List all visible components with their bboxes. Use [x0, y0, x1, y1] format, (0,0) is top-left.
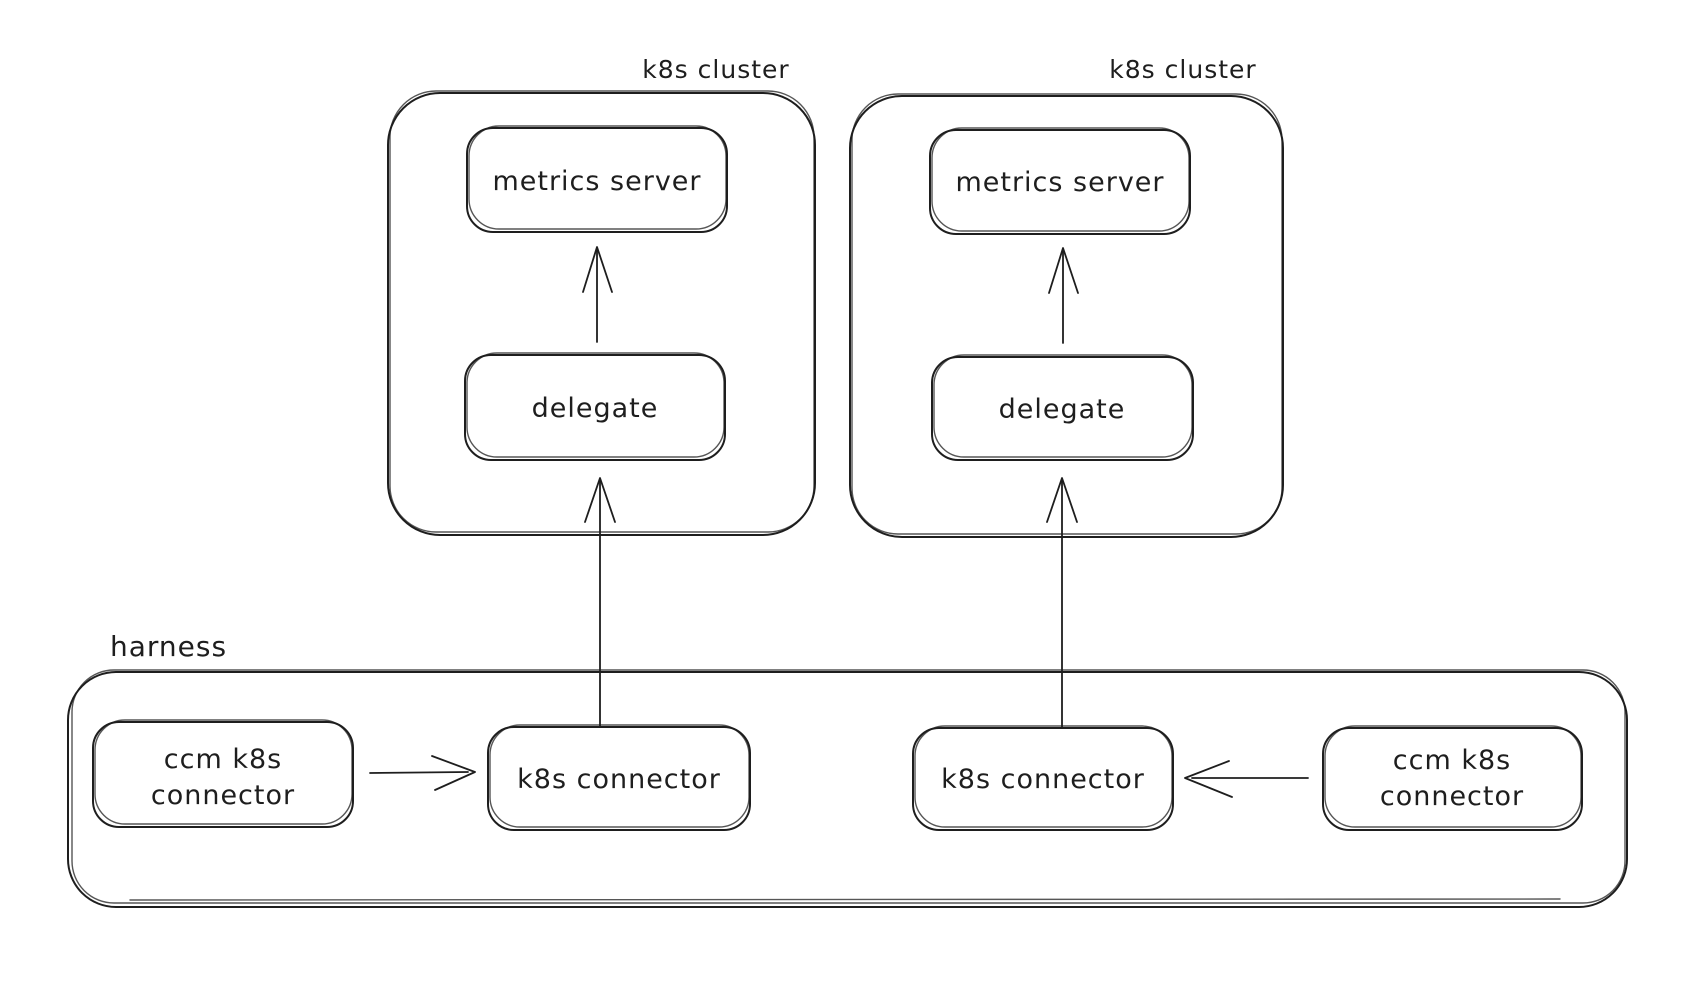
edge-k8s-connector-right-to-delegate-2[interactable] [1046, 477, 1078, 729]
k8s-connector-left-label: k8s connector [517, 764, 721, 795]
node-ccm-k8s-connector-right[interactable]: ccm k8s connector [1322, 725, 1583, 831]
delegate-2-box-sketch [933, 354, 1193, 458]
harness-box[interactable] [67, 671, 1628, 908]
metrics-server-1-label: metrics server [492, 166, 701, 197]
edge-delegate-1-to-metrics-server-1[interactable] [582, 246, 613, 343]
harness-box-bottom-sketch [129, 898, 1561, 901]
delegate-2-box[interactable] [931, 356, 1194, 461]
ccm-k8s-connector-right-label-line2: connector [1380, 781, 1524, 812]
cluster-2-box[interactable] [849, 95, 1284, 538]
cluster-2-box-sketch [851, 93, 1283, 535]
ccm-k8s-connector-right-box-sketch [1324, 725, 1582, 828]
edge-ccm-right-to-k8s-connector-right[interactable] [1184, 760, 1309, 798]
cluster-1-container[interactable] [387, 90, 816, 536]
cluster-2-label: k8s cluster [1109, 55, 1256, 84]
harness-container[interactable] [67, 669, 1628, 908]
ccm-k8s-connector-right-label-line1: ccm k8s [1393, 745, 1511, 776]
edge-ccm-left-to-k8s-connector-left[interactable] [369, 755, 476, 791]
k8s-connector-right-box[interactable] [912, 727, 1174, 831]
ccm-k8s-connector-left-label-line2: connector [151, 780, 295, 811]
ccm-k8s-connector-left-box-sketch [94, 719, 353, 825]
k8s-connector-right-label: k8s connector [941, 764, 1145, 795]
harness-label: harness [110, 630, 227, 663]
cluster-1-box-sketch [389, 90, 815, 533]
node-delegate-1[interactable]: delegate [464, 352, 726, 461]
node-ccm-k8s-connector-left[interactable]: ccm k8s connector [92, 719, 354, 828]
delegate-1-label: delegate [532, 393, 659, 424]
delegate-1-box[interactable] [464, 354, 726, 461]
edge-delegate-2-to-metrics-server-2[interactable] [1048, 247, 1079, 344]
node-delegate-2[interactable]: delegate [931, 354, 1194, 461]
node-k8s-connector-right[interactable]: k8s connector [912, 725, 1174, 831]
metrics-server-2-box[interactable] [929, 129, 1191, 235]
k8s-connector-right-box-sketch [914, 725, 1173, 828]
ccm-k8s-connector-left-label-line1: ccm k8s [164, 744, 282, 775]
metrics-server-1-box[interactable] [466, 127, 728, 233]
cluster-1-box[interactable] [387, 92, 816, 536]
ccm-k8s-connector-left-box[interactable] [92, 721, 354, 828]
metrics-server-2-box-sketch [931, 127, 1190, 232]
cluster-1-label: k8s cluster [642, 55, 789, 84]
k8s-connector-left-box[interactable] [487, 726, 751, 831]
ccm-k8s-connector-right-box[interactable] [1322, 727, 1583, 831]
edge-k8s-connector-left-to-delegate-1[interactable] [584, 477, 616, 728]
metrics-server-2-label: metrics server [955, 167, 1164, 198]
delegate-1-box-sketch [466, 352, 725, 458]
metrics-server-1-box-sketch [468, 125, 727, 230]
cluster-2-container[interactable] [849, 93, 1284, 538]
harness-box-sketch [71, 669, 1626, 904]
delegate-2-label: delegate [999, 394, 1126, 425]
node-metrics-server-2[interactable]: metrics server [929, 127, 1191, 235]
node-metrics-server-1[interactable]: metrics server [466, 125, 728, 233]
node-k8s-connector-left[interactable]: k8s connector [487, 724, 751, 831]
k8s-connector-left-box-sketch [489, 724, 750, 828]
